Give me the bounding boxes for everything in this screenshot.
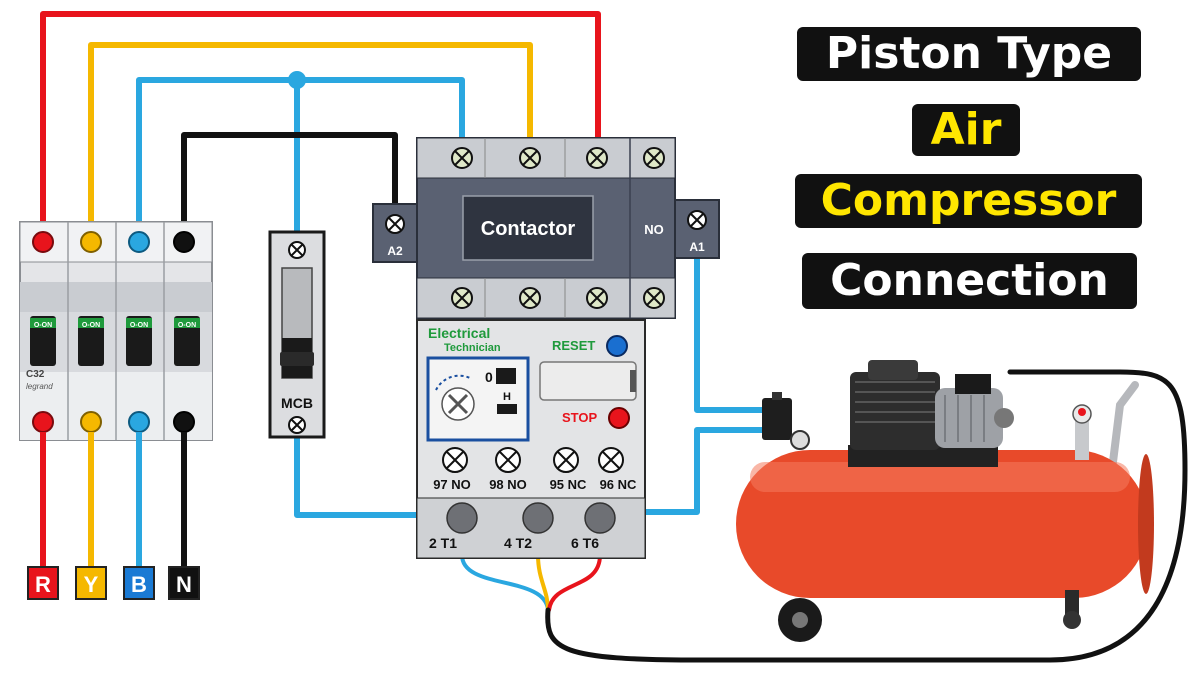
contactor-label: Contactor [481,218,576,240]
pressure-switch [762,398,792,440]
motor-lead-red [547,553,602,612]
title-line-1: Piston Type [797,27,1141,81]
overload-relay: Electrical Technician 0 H RESET STOP [416,319,646,559]
aux-terminal-97no: 97 NO [433,477,471,492]
yellow-supply-wire [88,42,533,245]
a1-label: A1 [689,240,705,254]
red-supply-wire [40,11,601,245]
a2-label: A2 [387,244,403,258]
breaker-switch-label: O-ON [130,322,148,329]
dial-h-label: H [503,391,511,403]
stop-button[interactable] [608,407,630,429]
air-compressor [736,360,1154,642]
dial-zero-label: 0 [485,369,493,385]
aux-terminal-96nc: 96 NC [600,477,637,492]
title-line-4: Connection [802,253,1137,309]
relay-brand-line1: Electrical [428,325,490,341]
breaker-switch-label: O-ON [34,322,52,329]
phase-label-r: R [27,566,59,600]
breaker-brand: legrand [26,382,53,391]
title-line-3: Compressor [795,174,1142,228]
phase-label-n: N [168,566,200,600]
wire-junction [288,71,306,89]
motor-lead-blue [460,553,550,612]
aux-terminal-98no: 98 NO [489,477,527,492]
main-breaker: O-ON O-ON O-ON O-ON C32 legrand [19,221,213,441]
reset-label: RESET [552,338,595,353]
output-terminal-2t1: 2 T1 [429,535,457,551]
mcb-label: MCB [281,395,313,411]
phase-label-b: B [123,566,155,600]
no-label: NO [644,222,664,237]
breaker-rating: C32 [26,369,45,380]
neutral-to-a2-wire [181,132,398,245]
motor-cable [545,369,1188,663]
relay-brand-line2: Technician [444,342,501,354]
stop-label: STOP [562,410,597,425]
breaker-terminals [32,231,195,433]
phase-label-y: Y [75,566,107,600]
aux-terminal-95nc: 95 NC [550,477,587,492]
breaker-switch-label: O-ON [82,322,100,329]
breaker-switch-label: O-ON [178,322,196,329]
contactor: A2 A1 Contactor NO [372,137,720,319]
output-terminal-4t2: 4 T2 [504,535,532,551]
mcb: MCB [268,230,326,439]
a1-to-pressure-switch-wire [694,247,775,413]
output-terminal-6t6: 6 T6 [571,535,599,551]
reset-button[interactable] [606,335,628,357]
motor-lead-yellow [536,553,550,612]
title-line-2: Air [912,104,1020,156]
